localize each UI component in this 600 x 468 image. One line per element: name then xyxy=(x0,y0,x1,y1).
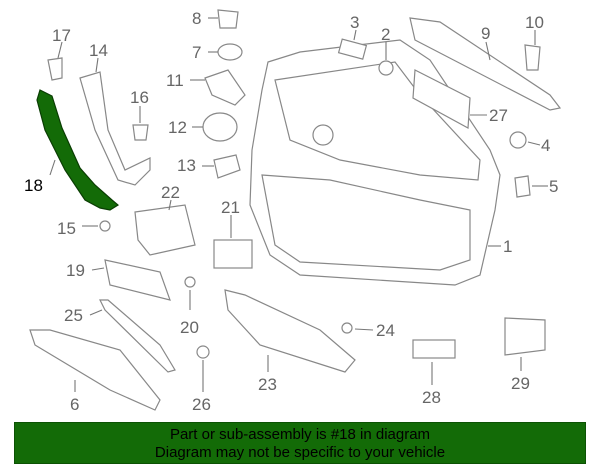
callout-20: 20 xyxy=(180,318,199,337)
callout-19: 19 xyxy=(66,261,85,280)
screw-part-24 xyxy=(341,322,353,334)
clip-part-17 xyxy=(47,57,63,81)
callout-9: 9 xyxy=(481,24,490,43)
armrest-part-23 xyxy=(224,289,356,373)
callout-22: 22 xyxy=(161,183,180,202)
ring-part-12 xyxy=(202,112,238,142)
clip-part-16 xyxy=(132,124,149,141)
callout-3: 3 xyxy=(350,13,359,32)
callout-5: 5 xyxy=(549,177,558,196)
trim-part-6 xyxy=(29,329,161,411)
speaker-part xyxy=(312,124,334,146)
cover-part-11 xyxy=(204,69,246,106)
callout-24: 24 xyxy=(376,321,395,340)
screw-part-15 xyxy=(99,220,111,232)
plug-part-4 xyxy=(509,131,527,149)
callout-6: 6 xyxy=(70,395,79,414)
trim-strip-part-9 xyxy=(409,17,562,111)
callout-14: 14 xyxy=(89,41,108,60)
clip-part-10 xyxy=(524,44,541,71)
clip-part-2 xyxy=(378,60,394,76)
callout-27: 27 xyxy=(489,106,508,125)
door-panel-lower-part xyxy=(261,174,471,271)
callout-8: 8 xyxy=(192,9,201,28)
switch-part-21 xyxy=(213,239,253,269)
callout-10: 10 xyxy=(525,13,544,32)
screw-part-26 xyxy=(196,345,210,359)
callout-25: 25 xyxy=(64,306,83,325)
callout-4: 4 xyxy=(541,136,550,155)
clip-part-3 xyxy=(337,38,368,60)
callout-18: 18 xyxy=(24,176,43,195)
module-part-28 xyxy=(412,339,456,359)
callout-1: 1 xyxy=(503,237,512,256)
switch-part-22 xyxy=(134,204,196,256)
callout-16: 16 xyxy=(130,88,149,107)
strip-part-25 xyxy=(99,299,176,373)
info-banner: Part or sub-assembly is #18 in diagram D… xyxy=(14,422,586,464)
banner-line-1: Part or sub-assembly is #18 in diagram xyxy=(169,426,431,443)
callout-13: 13 xyxy=(177,156,196,175)
callout-17: 17 xyxy=(52,26,71,45)
callout-23: 23 xyxy=(258,375,277,394)
trim-part-19 xyxy=(104,259,171,301)
callout-12: 12 xyxy=(168,118,187,137)
screw-part-20 xyxy=(184,276,196,288)
callout-2: 2 xyxy=(381,25,390,44)
callout-29: 29 xyxy=(511,374,530,393)
clip-part-8 xyxy=(217,9,239,29)
callout-26: 26 xyxy=(192,395,211,414)
trim-part-13 xyxy=(213,154,241,179)
light-part-29 xyxy=(504,317,546,356)
callout-11: 11 xyxy=(166,71,184,90)
handle-cover-part-18 xyxy=(36,89,120,211)
clip-part-5 xyxy=(514,175,531,198)
banner-line-2: Diagram may not be specific to your vehi… xyxy=(154,444,446,461)
callout-21: 21 xyxy=(221,198,240,217)
seal-part-7 xyxy=(217,43,243,61)
callout-28: 28 xyxy=(422,388,441,407)
door-panel-upper-part xyxy=(274,61,481,181)
callout-15: 15 xyxy=(57,219,76,238)
leader-lines xyxy=(49,17,548,392)
callout-7: 7 xyxy=(192,43,201,62)
panel-part-27 xyxy=(412,69,471,129)
handle-part-14 xyxy=(79,71,151,186)
